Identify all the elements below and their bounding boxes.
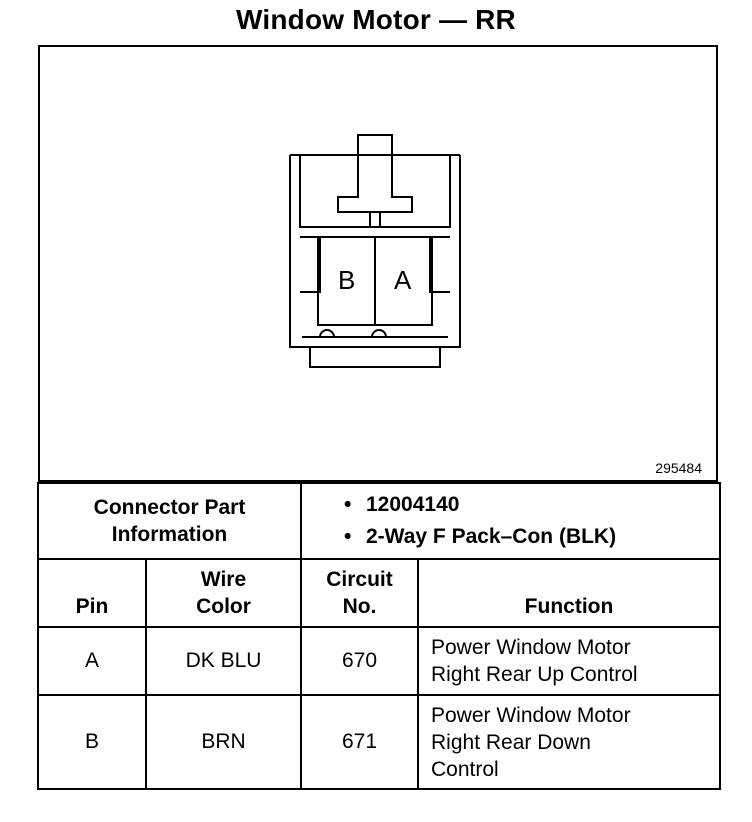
pin-header: Pin <box>37 558 147 628</box>
circuit-cell: 670 <box>300 626 419 696</box>
connector-table: Connector Part Information •12004140 •2-… <box>37 482 721 790</box>
function-cell: Power Window Motor Right Rear Up Control <box>417 626 721 696</box>
circuit-cell: 671 <box>300 694 419 790</box>
table-row: B BRN 671 Power Window Motor Right Rear … <box>37 694 721 790</box>
function-cell: Power Window Motor Right Rear Down Contr… <box>417 694 721 790</box>
connector-type: •2-Way F Pack–Con (BLK) <box>344 525 617 548</box>
connector-face-drawing <box>289 134 461 368</box>
circuit-header: Circuit No. <box>300 558 419 628</box>
connector-diagram: B A 295484 <box>38 45 718 482</box>
wire-color-cell: BRN <box>145 694 302 790</box>
part-number: •12004140 <box>344 493 460 516</box>
page-title: Window Motor — RR <box>236 4 516 35</box>
figure-number: 295484 <box>655 460 702 476</box>
wire-color-cell: DK BLU <box>145 626 302 696</box>
connector-info-values: •12004140 •2-Way F Pack–Con (BLK) <box>300 482 721 560</box>
pin-cell: A <box>37 626 147 696</box>
pin-label-a: A <box>394 265 412 295</box>
table-row: A DK BLU 670 Power Window Motor Right Re… <box>37 626 721 696</box>
pin-cell: B <box>37 694 147 790</box>
pin-label-b: B <box>338 265 356 295</box>
connector-info-row: Connector Part Information •12004140 •2-… <box>37 482 721 560</box>
wire-color-header: Wire Color <box>145 558 302 628</box>
header-row: Pin Wire Color Circuit No. Function <box>37 558 721 628</box>
connector-info-label: Connector Part Information <box>37 482 302 560</box>
function-header: Function <box>417 558 721 628</box>
